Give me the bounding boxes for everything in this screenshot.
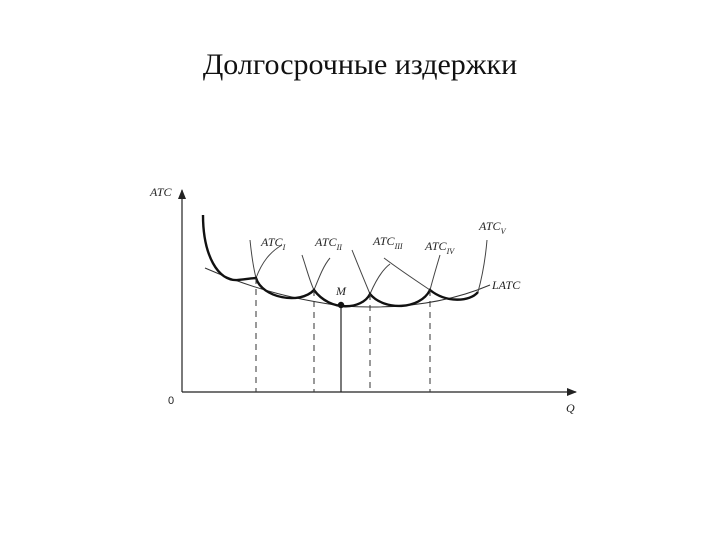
atc-5-label: ATCV xyxy=(478,219,507,236)
atc-4-label: ATCIV xyxy=(424,239,455,256)
atc-2-label: ATCII xyxy=(314,235,342,252)
y-axis-label: ATC xyxy=(149,185,173,199)
atc-5-curve-thin xyxy=(383,239,488,293)
latc-curve xyxy=(204,267,491,308)
x-axis-label: Q xyxy=(566,401,575,415)
point-m-dot xyxy=(337,301,345,309)
latc-label: LATC xyxy=(491,278,521,292)
atc-2-curve-thin xyxy=(249,239,331,291)
atc-1-label: ATCI xyxy=(260,235,286,252)
origin-label: 0 xyxy=(168,395,174,407)
atc-1-curve-thin xyxy=(255,244,283,279)
atc-3-curve-thin xyxy=(301,254,391,295)
point-m-label: M xyxy=(335,284,347,298)
atc-4-curve-thin xyxy=(351,249,441,295)
slide-title: Долгосрочные издержки xyxy=(202,48,518,81)
atc-3-label: ATCIII xyxy=(372,234,403,251)
